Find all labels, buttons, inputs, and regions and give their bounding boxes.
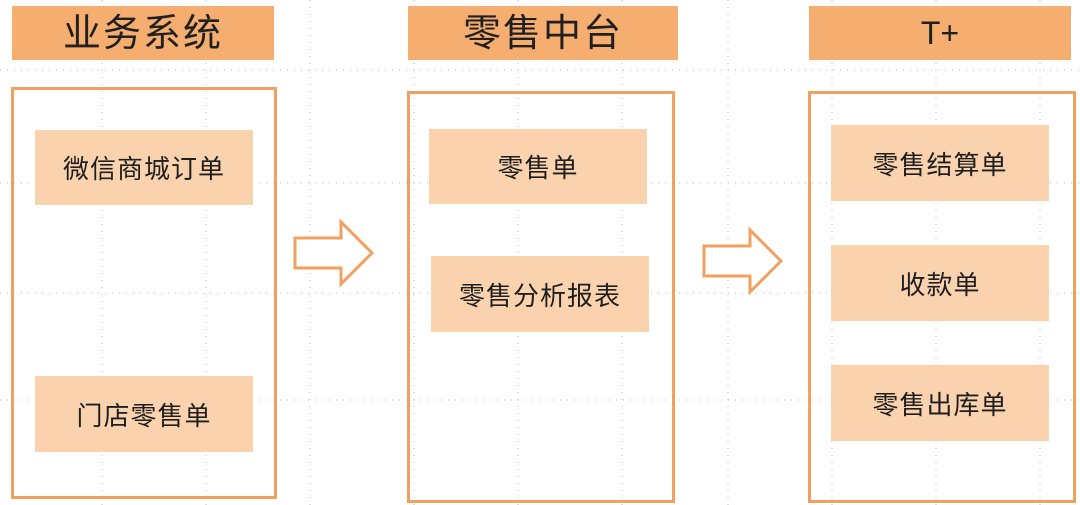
node-retail-analysis-report: 零售分析报表 — [431, 256, 649, 332]
node-wechat-mall-order: 微信商城订单 — [35, 130, 253, 205]
node-receipt: 收款单 — [831, 245, 1049, 321]
column-frame-retail-middle-platform — [407, 91, 675, 503]
column-header-retail-middle-platform: 零售中台 — [408, 6, 678, 60]
node-retail-order: 零售单 — [429, 129, 647, 204]
column-frame-t-plus — [808, 91, 1076, 503]
right-arrow-icon — [293, 218, 375, 288]
right-arrow-icon — [702, 226, 784, 296]
node-retail-outbound: 零售出库单 — [831, 365, 1049, 441]
column-frame-business-system — [11, 87, 277, 499]
node-retail-settlement: 零售结算单 — [831, 125, 1049, 201]
node-store-retail-order: 门店零售单 — [35, 376, 253, 452]
column-header-t-plus: T+ — [809, 6, 1071, 60]
column-header-business-system: 业务系统 — [12, 6, 274, 60]
